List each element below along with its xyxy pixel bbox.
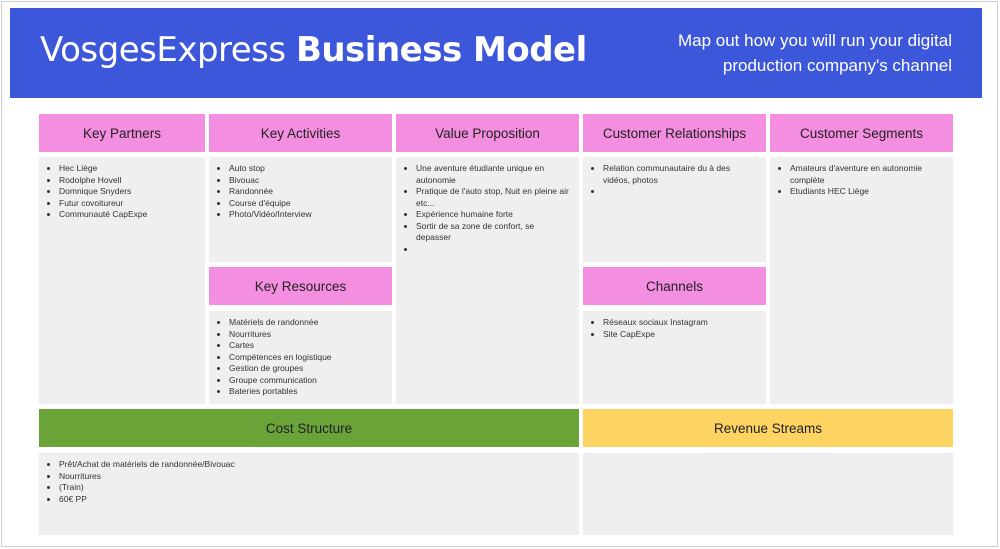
list-item: Futur covoitureur bbox=[59, 198, 197, 210]
channels-header: Channels bbox=[583, 267, 766, 305]
list-item: Nourritures bbox=[59, 471, 571, 483]
list-item: Randonnée bbox=[229, 186, 384, 198]
page-subtitle: Map out how you will run your digital pr… bbox=[677, 31, 952, 75]
revenue-streams-header: Revenue Streams bbox=[583, 409, 953, 447]
list-item: Nourritures bbox=[229, 329, 384, 341]
list-item: Prêt/Achat de matériels de randonnée/Biv… bbox=[59, 459, 571, 471]
title-light: VosgesExpress bbox=[40, 30, 286, 70]
list-item: Site CapExpe bbox=[603, 329, 758, 341]
channels-box[interactable]: Réseaux sociaux InstagramSite CapExpe bbox=[583, 311, 766, 404]
list-item: Pratique de l'auto stop, Nuit en pleine … bbox=[416, 186, 571, 209]
key-activities-box[interactable]: Auto stopBivouacRandonnéeCourse d'équipe… bbox=[209, 157, 392, 262]
list-item: Cartes bbox=[229, 340, 384, 352]
value-proposition-list: Une aventure étudiante unique en autonom… bbox=[404, 163, 571, 255]
revenue-streams-box[interactable] bbox=[583, 453, 953, 535]
list-item: Compétences en logistique bbox=[229, 352, 384, 364]
customer-relationships-box[interactable]: Relation communautaire du à des vidéos, … bbox=[583, 157, 766, 262]
key-resources-box[interactable]: Matériels de randonnéeNourrituresCartesC… bbox=[209, 311, 392, 404]
list-item: Bivouac bbox=[229, 175, 384, 187]
header-banner: VosgesExpress Business Model Map out how… bbox=[10, 8, 982, 98]
value-proposition-box[interactable]: Une aventure étudiante unique en autonom… bbox=[396, 157, 579, 404]
list-item: 60€ PP bbox=[59, 494, 571, 506]
customer-relationships-list: Relation communautaire du à des vidéos, … bbox=[591, 163, 758, 198]
list-item: (Train) bbox=[59, 482, 571, 494]
list-item: Groupe communication bbox=[229, 375, 384, 387]
cost-structure-list: Prêt/Achat de matériels de randonnée/Biv… bbox=[47, 459, 571, 505]
cost-structure-header: Cost Structure bbox=[39, 409, 579, 447]
list-item: Gestion de groupes bbox=[229, 363, 384, 375]
key-resources-list: Matériels de randonnéeNourrituresCartesC… bbox=[217, 317, 384, 398]
channels-list: Réseaux sociaux InstagramSite CapExpe bbox=[591, 317, 758, 340]
page-title: VosgesExpress Business Model bbox=[40, 30, 587, 70]
value-proposition-header: Value Proposition bbox=[396, 114, 579, 152]
key-resources-header: Key Resources bbox=[209, 267, 392, 305]
list-item: Communauté CapExpe bbox=[59, 209, 197, 221]
list-item: Bateries portables bbox=[229, 386, 384, 398]
list-item: Relation communautaire du à des vidéos, … bbox=[603, 163, 758, 186]
customer-segments-box[interactable]: Amateurs d'aventure en autonomie complèt… bbox=[770, 157, 953, 404]
list-item: Hec Liège bbox=[59, 163, 197, 175]
list-item: Course d'équipe bbox=[229, 198, 384, 210]
customer-relationships-header: Customer Relationships bbox=[583, 114, 766, 152]
key-activities-list: Auto stopBivouacRandonnéeCourse d'équipe… bbox=[217, 163, 384, 221]
list-item: Une aventure étudiante unique en autonom… bbox=[416, 163, 571, 186]
list-item: Domnique Snyders bbox=[59, 186, 197, 198]
list-item: Etudiants HEC Liège bbox=[790, 186, 945, 198]
list-item: Photo/Vidéo/Interview bbox=[229, 209, 384, 221]
customer-segments-header: Customer Segments bbox=[770, 114, 953, 152]
key-partners-list: Hec LiègeRodolphe HovellDomnique Snyders… bbox=[47, 163, 197, 221]
list-item: Auto stop bbox=[229, 163, 384, 175]
customer-segments-list: Amateurs d'aventure en autonomie complèt… bbox=[778, 163, 945, 198]
list-item: Sortir de sa zone de confort, se depasse… bbox=[416, 221, 571, 244]
list-item: Matériels de randonnée bbox=[229, 317, 384, 329]
list-item bbox=[416, 244, 571, 256]
key-activities-header: Key Activities bbox=[209, 114, 392, 152]
title-bold: Business Model bbox=[295, 30, 587, 70]
list-item: Expérience humaine forte bbox=[416, 209, 571, 221]
cost-structure-box[interactable]: Prêt/Achat de matériels de randonnée/Biv… bbox=[39, 453, 579, 535]
key-partners-box[interactable]: Hec LiègeRodolphe HovellDomnique Snyders… bbox=[39, 157, 205, 404]
list-item: Rodolphe Hovell bbox=[59, 175, 197, 187]
list-item bbox=[603, 186, 758, 198]
list-item: Réseaux sociaux Instagram bbox=[603, 317, 758, 329]
key-partners-header: Key Partners bbox=[39, 114, 205, 152]
list-item: Amateurs d'aventure en autonomie complèt… bbox=[790, 163, 945, 186]
